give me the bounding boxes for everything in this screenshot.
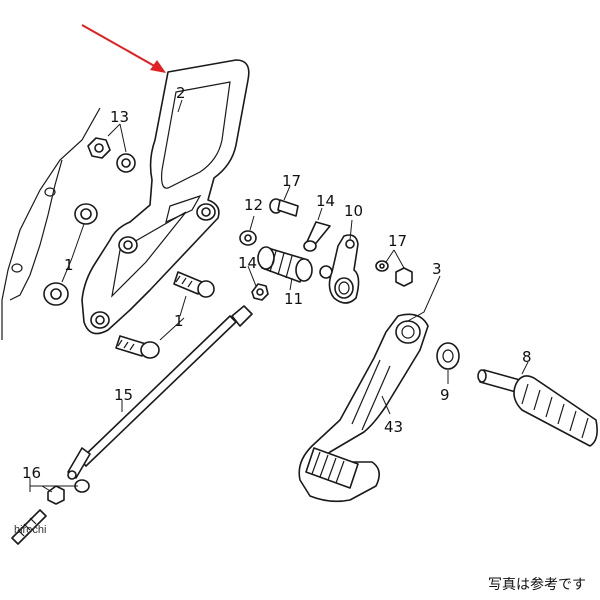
label-part-43: 43 <box>384 418 403 436</box>
shift-rod-15 <box>67 305 253 480</box>
part-number-labels: 2 13 1 1 17 12 14 10 17 14 3 11 8 9 43 1… <box>22 84 532 482</box>
label-part-17-upper: 17 <box>282 172 301 190</box>
label-part-1-upper: 1 <box>64 256 74 274</box>
label-part-12: 12 <box>244 196 263 214</box>
ball-joint-14-upper <box>303 221 331 252</box>
label-part-14-lower: 14 <box>238 254 257 272</box>
label-part-1-lower: 1 <box>174 312 184 330</box>
spacer-collar-upper <box>74 203 98 225</box>
shift-pedal-lever-43 <box>298 313 429 503</box>
label-part-8: 8 <box>522 348 532 366</box>
rod-end-bolt-16 <box>11 479 90 545</box>
reference-caption: 写真は参考です <box>488 577 586 593</box>
mounting-bolt-lower <box>115 335 160 359</box>
label-part-17-right: 17 <box>388 232 407 250</box>
mounting-bolt-upper <box>173 271 215 298</box>
label-part-11: 11 <box>284 290 303 308</box>
label-part-14-upper: 14 <box>316 192 335 210</box>
label-part-16: 16 <box>22 464 41 482</box>
washer-12 <box>239 230 257 246</box>
pivot-collar-11 <box>257 246 333 283</box>
shift-arm-10 <box>328 234 360 304</box>
label-part-15: 15 <box>114 386 133 404</box>
heel-plate-part <box>81 59 250 335</box>
leader-lines <box>29 99 529 493</box>
watermark-text: hirochi <box>14 524 47 536</box>
lock-nut-9 <box>436 342 460 370</box>
bolt-17-right <box>375 260 413 287</box>
label-part-3: 3 <box>432 260 442 278</box>
spacer-collar-lower <box>43 282 69 306</box>
foot-peg-8 <box>477 369 598 447</box>
nut-washer-part <box>87 137 136 173</box>
bolt-17-upper <box>269 198 299 217</box>
ball-joint-14-lower <box>251 283 269 301</box>
label-part-9: 9 <box>440 386 450 404</box>
label-part-13: 13 <box>110 108 129 126</box>
frame-bracket-outline <box>1 107 101 340</box>
label-part-10: 10 <box>344 202 363 220</box>
label-part-2: 2 <box>176 84 186 102</box>
highlight-arrow <box>81 24 166 73</box>
